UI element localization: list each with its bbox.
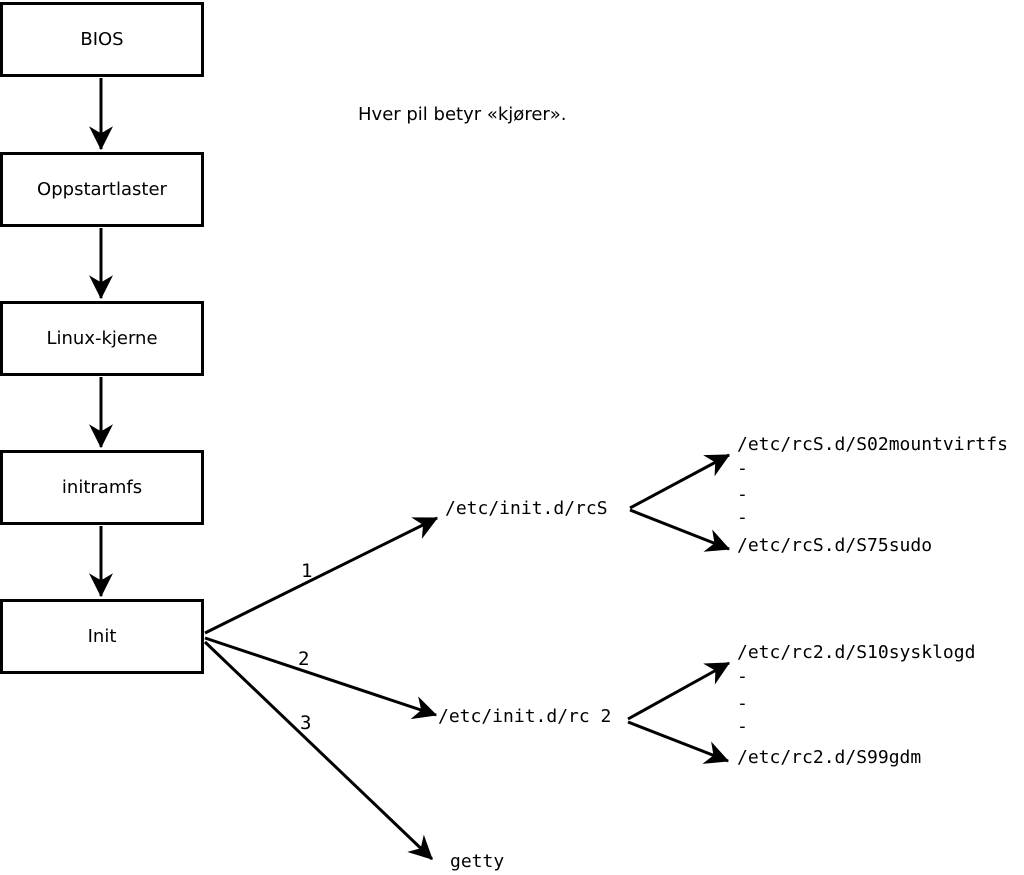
arrow-rc2-to-s99gdm — [627, 720, 730, 764]
ellipsis-dash: - — [737, 716, 748, 737]
ellipsis-dash: - — [737, 484, 748, 505]
arrow-rc2-to-s10sysklogd — [627, 661, 731, 721]
leaf-s10sysklogd: /etc/rc2.d/S10sysklogd — [737, 642, 976, 663]
box-linux-kernel: Linux-kjerne — [0, 301, 204, 376]
box-bootloader: Oppstartlaster — [0, 152, 204, 227]
ellipsis-dash: - — [737, 666, 748, 687]
box-label: Init — [87, 625, 117, 647]
box-initramfs: initramfs — [0, 450, 204, 525]
node-init-d-rc2: /etc/init.d/rc 2 — [438, 706, 612, 727]
box-label: Oppstartlaster — [37, 178, 167, 200]
arrow-rcs-to-s75sudo — [629, 508, 731, 552]
arrow-init-to-rcs — [204, 516, 439, 635]
node-getty: getty — [450, 851, 505, 872]
ellipsis-dash: - — [737, 507, 748, 528]
box-label: initramfs — [61, 476, 143, 498]
leaf-s75sudo: /etc/rcS.d/S75sudo — [737, 535, 933, 556]
ellipsis-dash: - — [737, 458, 748, 479]
box-init: Init — [0, 599, 204, 674]
box-label: BIOS — [80, 28, 124, 50]
note-text: Hver pil betyr «kjører». — [358, 104, 567, 125]
arrow-rcs-to-s02mountvirtfs — [629, 453, 731, 510]
arrow-label-1: 1 — [301, 560, 313, 582]
leaf-s99gdm: /etc/rc2.d/S99gdm — [737, 747, 922, 768]
arrow-init-to-getty — [203, 640, 434, 861]
node-init-d-rcs: /etc/init.d/rcS — [445, 498, 608, 519]
leaf-s02mountvirtfs: /etc/rcS.d/S02mountvirtfs — [737, 434, 1008, 455]
box-bios: BIOS — [0, 2, 204, 77]
box-label: Linux-kjerne — [46, 327, 158, 349]
ellipsis-dash: - — [737, 693, 748, 714]
arrow-label-3: 3 — [300, 712, 312, 734]
arrow-init-to-rc2 — [204, 636, 438, 720]
arrow-label-2: 2 — [298, 648, 310, 670]
